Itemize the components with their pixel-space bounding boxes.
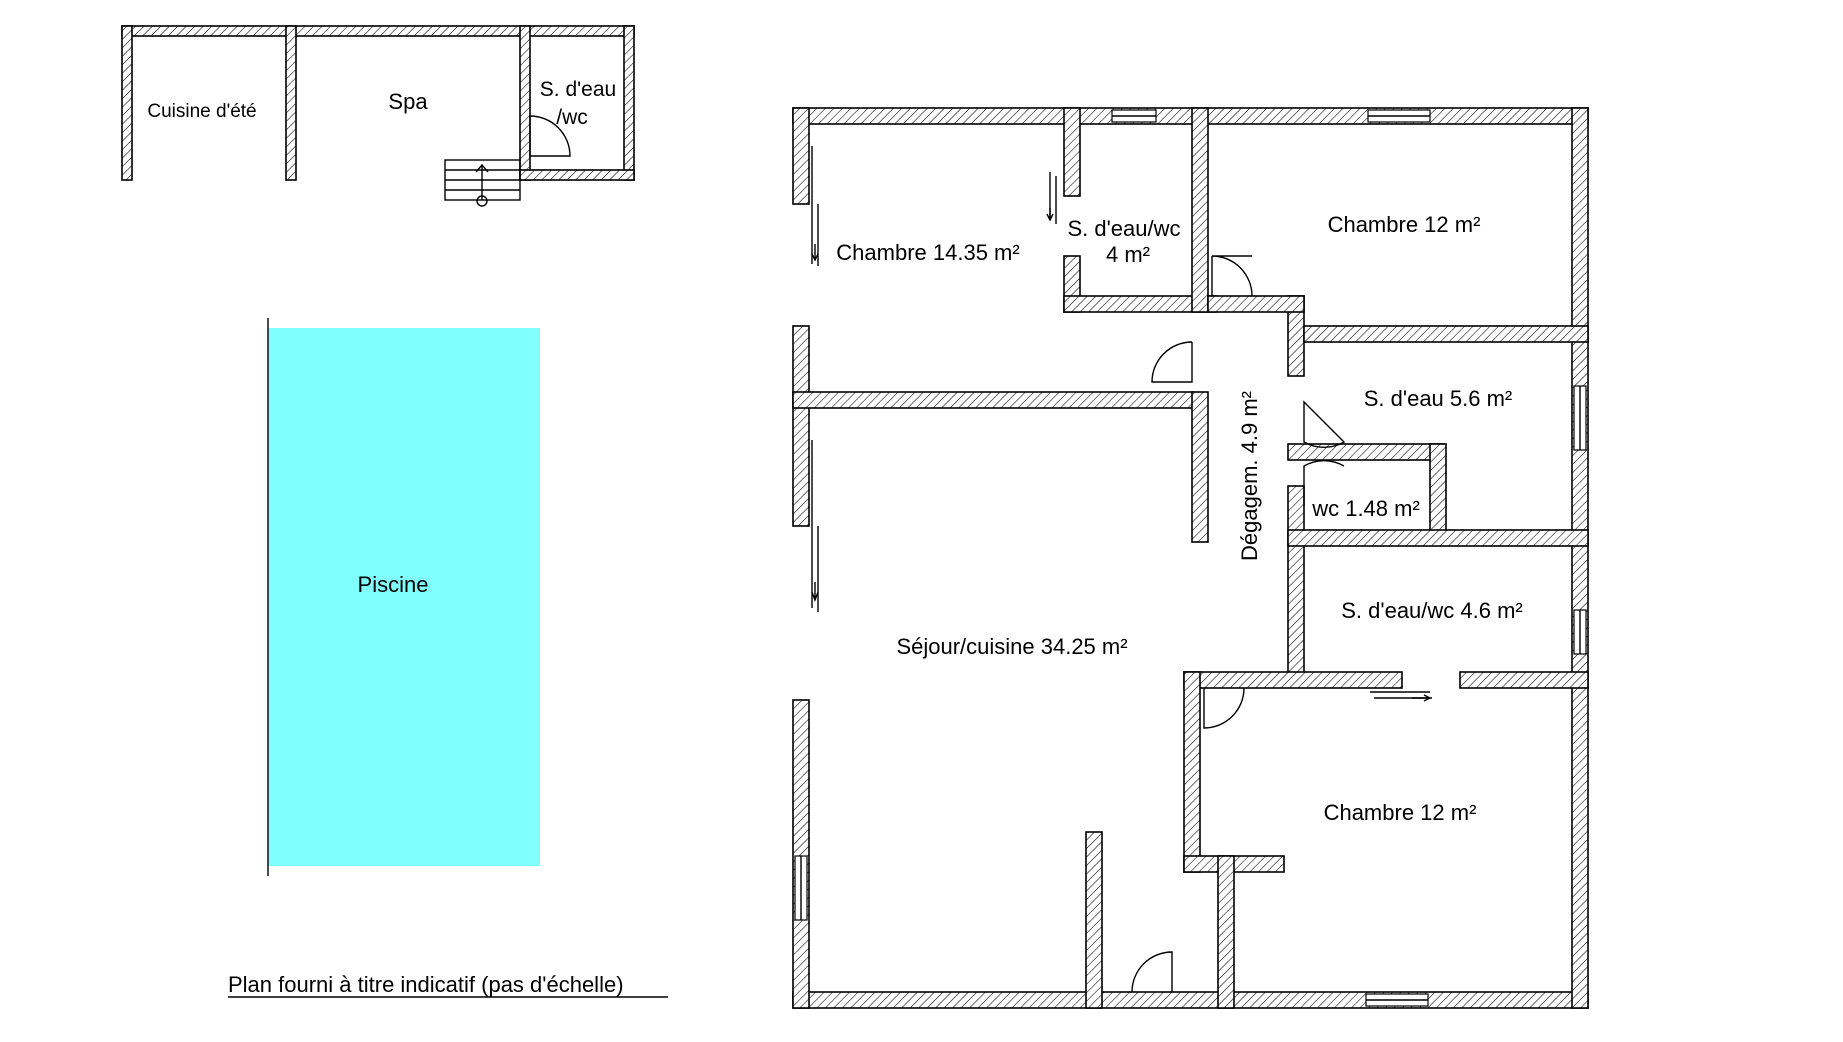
plan-note: Plan fourni à titre indicatif (pas d'éch… xyxy=(228,972,668,998)
door-entrance xyxy=(1131,951,1173,993)
label-piscine: Piscine xyxy=(358,572,429,597)
exterior-wall-bottom xyxy=(792,991,1589,1009)
wall-wc-top xyxy=(1287,443,1445,461)
annex-bottom-wall xyxy=(519,169,635,181)
pool: Piscine xyxy=(267,318,540,876)
label-sdeau-2: S. d'eau 5.6 m² xyxy=(1364,386,1513,411)
wall-wc-right xyxy=(1429,443,1447,545)
wall-sdeau2-bottom-left xyxy=(1183,671,1403,689)
door-sdeau2 xyxy=(1303,400,1346,449)
annex-partition-1 xyxy=(285,25,297,181)
wall-degagement-left xyxy=(1191,391,1209,543)
main-house: Chambre 14.35 m² S. d'eau/wc 4 m² Chambr… xyxy=(792,107,1589,1009)
wall-chambre3-left-lower xyxy=(1217,855,1235,1009)
wall-degagement-right-lower xyxy=(1287,485,1305,687)
label-degagement: Dégagem. 4.9 m² xyxy=(1237,391,1262,561)
annex-left-wall xyxy=(121,25,133,181)
door-chambre1 xyxy=(1151,341,1193,383)
door-degagement-top xyxy=(1211,255,1253,297)
exterior-wall-right xyxy=(1571,107,1589,1009)
wall-sdeau2-bottom-right xyxy=(1459,671,1589,689)
label-wc: wc 1.48 m² xyxy=(1311,496,1420,521)
annex-stairs xyxy=(444,159,521,207)
annex-right-wall xyxy=(623,25,635,181)
pool-basin xyxy=(268,328,540,866)
label-sdeau-wc-1-line2: 4 m² xyxy=(1106,242,1150,267)
sliding-door-chambre1 xyxy=(811,146,819,266)
wall-degagement-top xyxy=(1207,295,1305,313)
sliding-door-chambre3 xyxy=(1370,691,1432,702)
wall-chambre1-bottom xyxy=(792,391,1194,409)
exterior-wall-left-3 xyxy=(792,699,810,1009)
exterior-wall-top xyxy=(792,107,1589,125)
label-sejour: Séjour/cuisine 34.25 m² xyxy=(896,634,1127,659)
wall-chambre1-sdeau-upper xyxy=(1063,107,1081,197)
annex-building: Cuisine d'été Spa S. d'eau /wc xyxy=(121,25,635,207)
sliding-door-sdeau1 xyxy=(1046,172,1057,224)
annex-partition-2 xyxy=(519,25,531,181)
wall-chambre2-bottom xyxy=(1303,325,1589,343)
label-annex-sdeau-line1: S. d'eau xyxy=(540,78,616,101)
wall-sejour-stub xyxy=(1085,831,1103,1009)
label-note: Plan fourni à titre indicatif (pas d'éch… xyxy=(228,972,624,997)
wall-sdeau1-chambre2 xyxy=(1191,107,1209,313)
annex-door xyxy=(529,115,571,157)
label-cuisine-ete: Cuisine d'été xyxy=(147,101,256,122)
wall-wc-bottom xyxy=(1287,529,1589,547)
label-sdeau-wc-2: S. d'eau/wc 4.6 m² xyxy=(1341,598,1523,623)
label-sdeau-wc-1-line1: S. d'eau/wc xyxy=(1067,216,1180,241)
label-chambre-2: Chambre 12 m² xyxy=(1328,212,1481,237)
label-spa: Spa xyxy=(388,89,428,114)
label-chambre-1: Chambre 14.35 m² xyxy=(836,240,1019,265)
sliding-door-sejour xyxy=(811,440,819,612)
door-wc xyxy=(1303,459,1345,506)
door-chambre3 xyxy=(1203,687,1245,729)
wall-chambre3-left xyxy=(1183,671,1201,873)
annex-top-wall xyxy=(121,25,635,37)
exterior-wall-left-2 xyxy=(792,325,810,527)
label-annex-sdeau-line2: /wc xyxy=(556,106,588,129)
exterior-wall-left-1 xyxy=(792,107,810,205)
label-chambre-3: Chambre 12 m² xyxy=(1324,800,1477,825)
